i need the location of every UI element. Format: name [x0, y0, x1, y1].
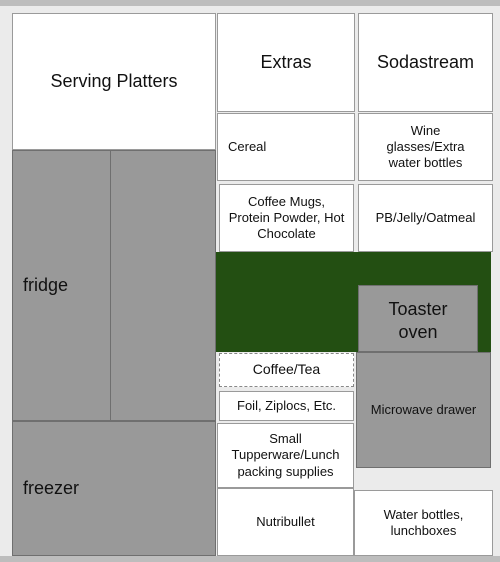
fridge-label: fridge: [23, 275, 69, 296]
microwave-drawer-label: Microwave drawer: [370, 401, 477, 417]
top-edge: [0, 0, 500, 6]
extras-label: Extras: [260, 52, 312, 73]
cabinet-wine-glasses: Wine glasses/Extra water bottles: [358, 113, 493, 181]
wine-glasses-label: Wine glasses/Extra water bottles: [386, 122, 465, 171]
nutribullet-label: Nutribullet: [256, 513, 315, 529]
cabinet-serving-platters: Serving Platters: [12, 13, 216, 150]
cabinet-cereal: Cereal: [217, 113, 355, 181]
freezer-label: freezer: [23, 478, 80, 499]
fridge-door-divider: [110, 150, 111, 421]
freezer: freezer: [12, 421, 216, 556]
cabinet-small-tupperware: Small Tupperware/Lunch packing supplies: [217, 423, 354, 488]
cabinet-coffee-mugs: Coffee Mugs, Protein Powder, Hot Chocola…: [219, 184, 354, 252]
cabinet-sodastream: Sodastream: [358, 13, 493, 112]
toaster-oven: Toaster oven: [358, 285, 478, 352]
fridge: fridge: [12, 150, 216, 421]
foil-label: Foil, Ziplocs, Etc.: [237, 397, 336, 413]
drawer-foil: Foil, Ziplocs, Etc.: [219, 391, 354, 421]
small-tupperware-label: Small Tupperware/Lunch packing supplies: [231, 431, 340, 479]
coffee-tea-label: Coffee/Tea: [252, 361, 321, 378]
cabinet-extras: Extras: [217, 13, 355, 112]
pb-jelly-label: PB/Jelly/Oatmeal: [375, 209, 476, 225]
sodastream-label: Sodastream: [376, 52, 475, 73]
serving-platters-label: Serving Platters: [50, 71, 178, 92]
cabinet-water-bottles: Water bottles, lunchboxes: [354, 490, 493, 556]
bottom-edge: [0, 556, 500, 562]
water-bottles-label: Water bottles, lunchboxes: [383, 506, 464, 538]
cabinet-nutribullet: Nutribullet: [217, 488, 354, 556]
coffee-mugs-label: Coffee Mugs, Protein Powder, Hot Chocola…: [228, 193, 345, 242]
toaster-oven-label: Toaster oven: [388, 299, 448, 342]
cereal-label: Cereal: [228, 138, 267, 154]
cabinet-pb-jelly: PB/Jelly/Oatmeal: [358, 184, 493, 252]
microwave-drawer: Microwave drawer: [356, 352, 491, 468]
drawer-coffee-tea: Coffee/Tea: [219, 353, 354, 387]
